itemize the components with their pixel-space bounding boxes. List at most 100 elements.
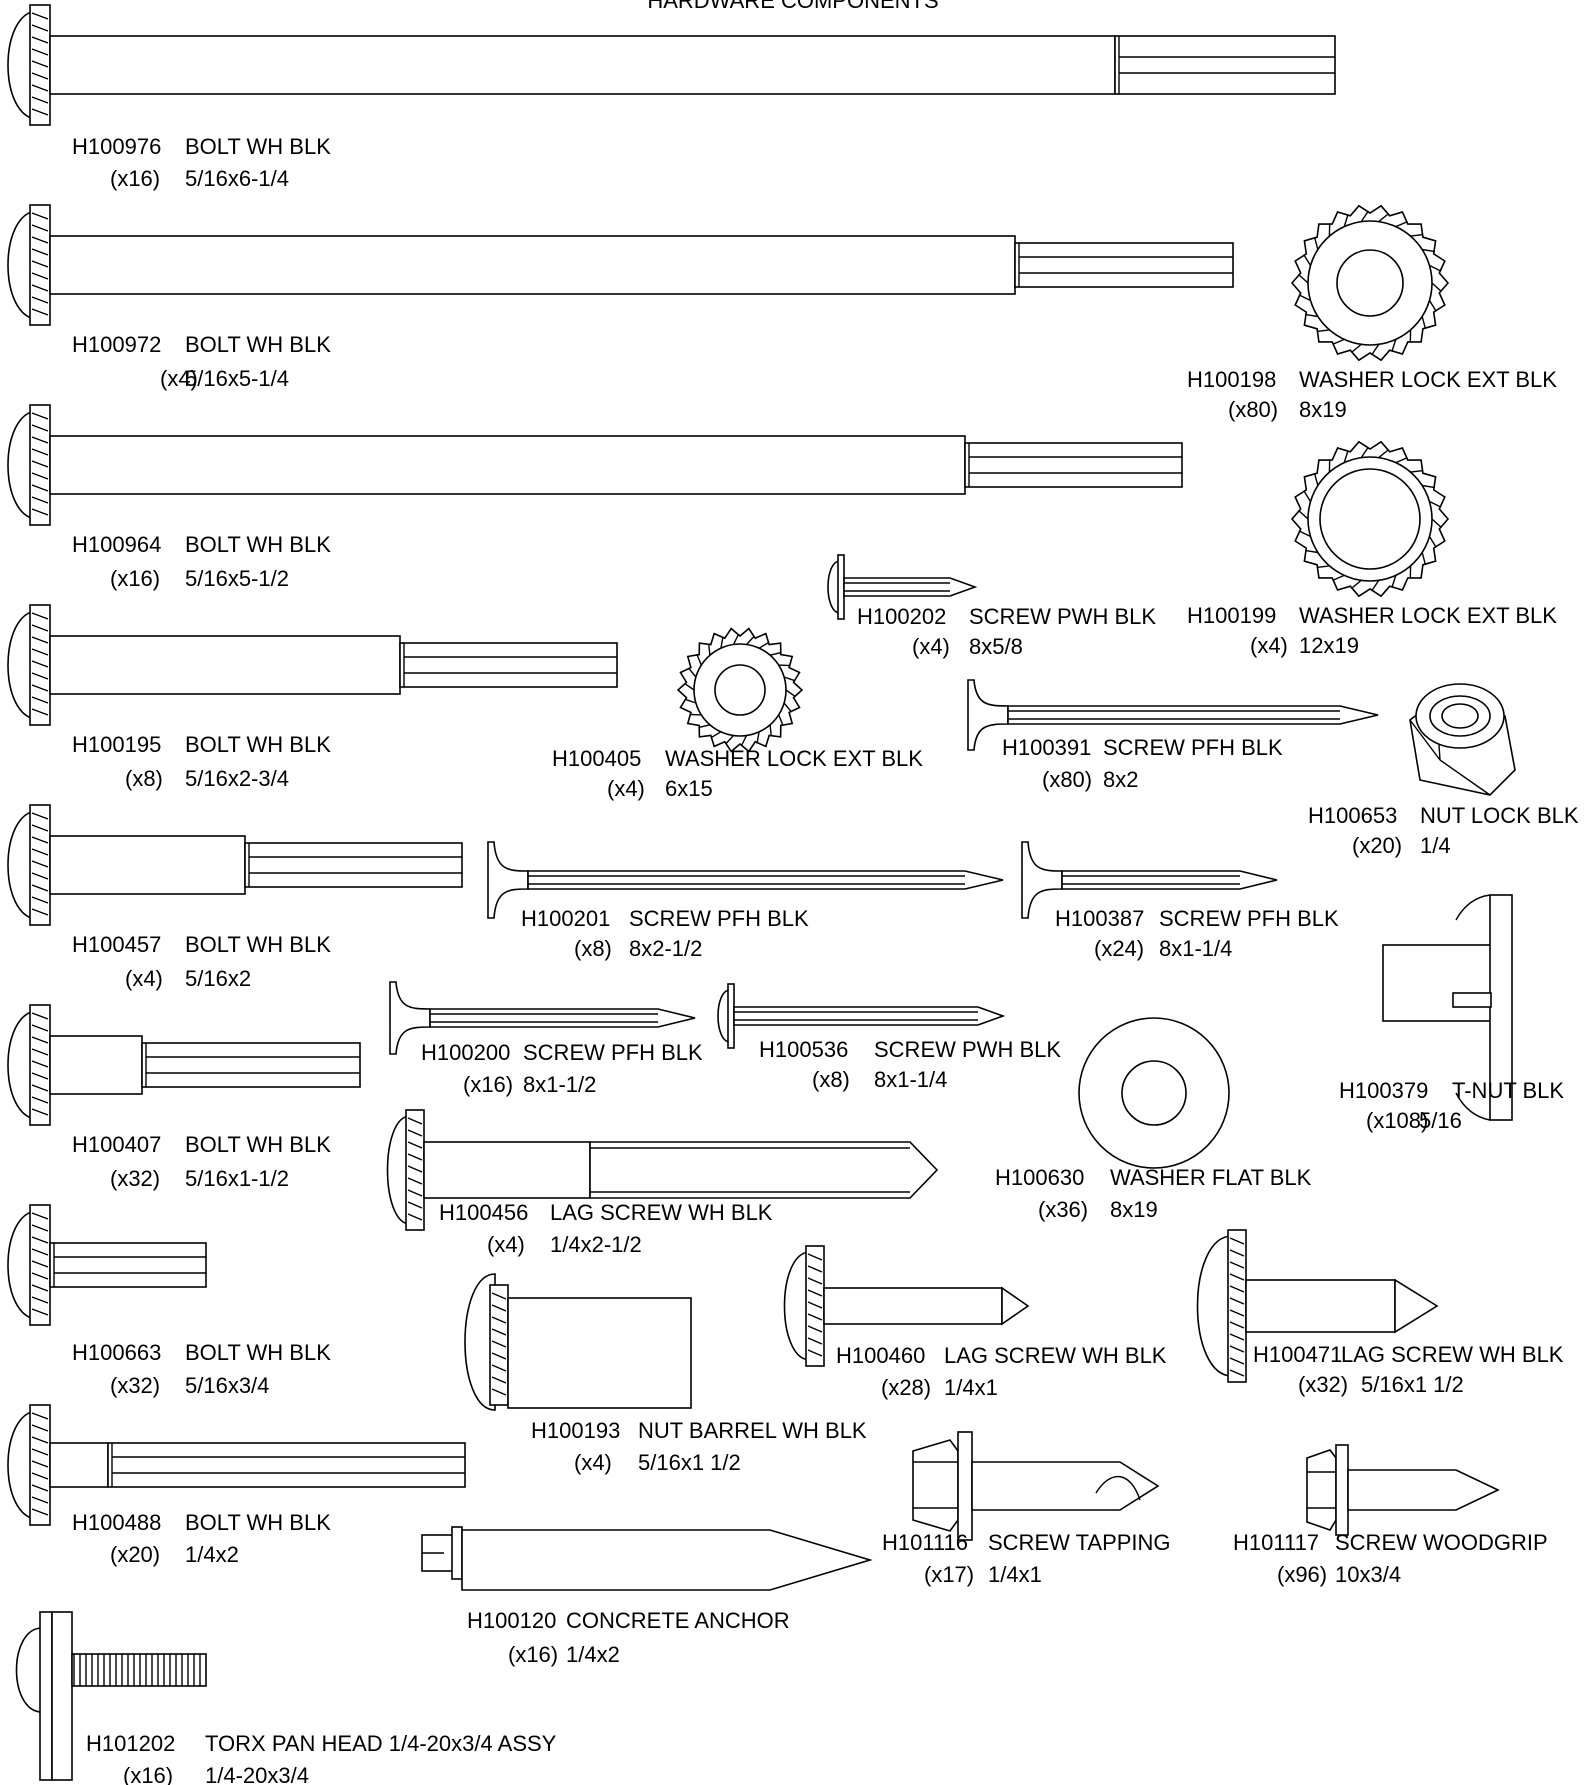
part-label-h100379: H100379 T-NUT BLK (x108)5/16 (1339, 1078, 1564, 1133)
lag-screw-h100471-drawing (1196, 1229, 1439, 1383)
part-quantity: (x20) (1352, 833, 1402, 858)
screw-h100200-drawing (389, 981, 696, 1055)
part-code: H100653 (1308, 803, 1397, 828)
torx-h101202-drawing (15, 1611, 207, 1781)
part-code: H100405 (552, 746, 641, 771)
part-quantity: (x4) (487, 1232, 525, 1257)
bolt-h100407-drawing (7, 1004, 361, 1126)
part-name: BOLT WH BLK (185, 1132, 331, 1157)
part-quantity: (x4) (125, 966, 163, 991)
barrel-nut-h100193-drawing (464, 1273, 692, 1411)
part-quantity: (x20) (110, 1542, 160, 1567)
part-quantity: (x108) (1366, 1108, 1428, 1133)
part-size: 8x1-1/2 (523, 1072, 596, 1097)
part-name: SCREW PFH BLK (1103, 735, 1283, 760)
part-size: 8x5/8 (969, 634, 1023, 659)
part-code: H100964 (72, 532, 161, 557)
part-code: H100201 (521, 906, 610, 931)
part-name: LAG SCREW WH BLK (944, 1343, 1167, 1368)
part-quantity: (x8) (125, 766, 163, 791)
concrete-anchor-h100120-drawing (421, 1526, 873, 1591)
part-code: H101117 (1233, 1530, 1319, 1555)
part-name: SCREW PFH BLK (523, 1040, 703, 1065)
part-size: 1/4x2-1/2 (550, 1232, 642, 1257)
part-size: 8x2 (1103, 767, 1138, 792)
part-name: WASHER LOCK EXT BLK (1299, 367, 1557, 392)
part-size: 1/4x2 (185, 1542, 239, 1567)
part-code: H100976 (72, 134, 161, 159)
part-size: 5/16 (1419, 1108, 1462, 1133)
part-code: H100391 (1002, 735, 1091, 760)
part-size: 5/16x6-1/4 (185, 166, 289, 191)
part-name: BOLT WH BLK (185, 1510, 331, 1535)
part-label-h100391: H100391 SCREW PFH BLK (x80) 8x2 (1002, 735, 1283, 792)
part-size: 8x1-1/4 (1159, 936, 1232, 961)
part-code: H100663 (72, 1340, 161, 1365)
part-name: LAG SCREW WH BLK (1341, 1342, 1564, 1367)
part-code: H100471 (1253, 1342, 1342, 1367)
part-size: 5/16x1 1/2 (638, 1450, 741, 1475)
part-size: 5/16x2 (185, 966, 251, 991)
washer-h100630-drawing (1078, 1017, 1230, 1169)
part-code: H101116 (882, 1530, 968, 1555)
part-name: SCREW PWH BLK (874, 1037, 1061, 1062)
part-quantity: (x16) (110, 566, 160, 591)
part-name: BOLT WH BLK (185, 332, 331, 357)
part-name: BOLT WH BLK (185, 532, 331, 557)
part-size: 1/4x1 (988, 1562, 1042, 1587)
part-name: WASHER LOCK EXT BLK (665, 746, 923, 771)
part-quantity: (x32) (110, 1373, 160, 1398)
tnut-h100379-drawing (1382, 894, 1513, 1121)
bolt-h100964-drawing (7, 404, 1183, 526)
part-code: H100456 (439, 1200, 528, 1225)
part-quantity: (x24) (1094, 936, 1144, 961)
part-size: 5/16x2-3/4 (185, 766, 289, 791)
part-code: H100199 (1187, 603, 1276, 628)
screw-h100201-drawing (487, 841, 1004, 919)
part-size: 10x3/4 (1335, 1562, 1401, 1587)
part-code: H100379 (1339, 1078, 1428, 1103)
part-name: LAG SCREW WH BLK (550, 1200, 773, 1225)
part-name: BOLT WH BLK (185, 134, 331, 159)
part-code: H100387 (1055, 906, 1144, 931)
part-size: 1/4x2 (566, 1642, 620, 1667)
part-quantity: (x80) (1042, 767, 1092, 792)
part-name: BOLT WH BLK (185, 932, 331, 957)
part-code: H100630 (995, 1165, 1084, 1190)
part-quantity: (x4) (607, 776, 645, 801)
part-size: 8x1-1/4 (874, 1067, 947, 1092)
part-size: 8x2-1/2 (629, 936, 702, 961)
part-code: H100193 (531, 1418, 620, 1443)
part-quantity: (x17) (924, 1562, 974, 1587)
part-name: CONCRETE ANCHOR (566, 1608, 790, 1633)
part-quantity: (x4) (160, 366, 198, 391)
part-size: 5/16x1-1/2 (185, 1166, 289, 1191)
washer-h100198-drawing (1290, 204, 1450, 362)
screw-h100536-drawing (717, 983, 1006, 1049)
lag-screw-h100456-drawing (386, 1109, 939, 1231)
part-name: T-NUT BLK (1452, 1078, 1564, 1103)
bolt-h100976-drawing (7, 4, 1336, 126)
part-code: H101202 (86, 1731, 175, 1756)
part-code: H100198 (1187, 367, 1276, 392)
part-name: WASHER FLAT BLK (1110, 1165, 1312, 1190)
bolt-h100457-drawing (7, 804, 463, 926)
part-quantity: (x16) (110, 166, 160, 191)
part-quantity: (x80) (1228, 397, 1278, 422)
